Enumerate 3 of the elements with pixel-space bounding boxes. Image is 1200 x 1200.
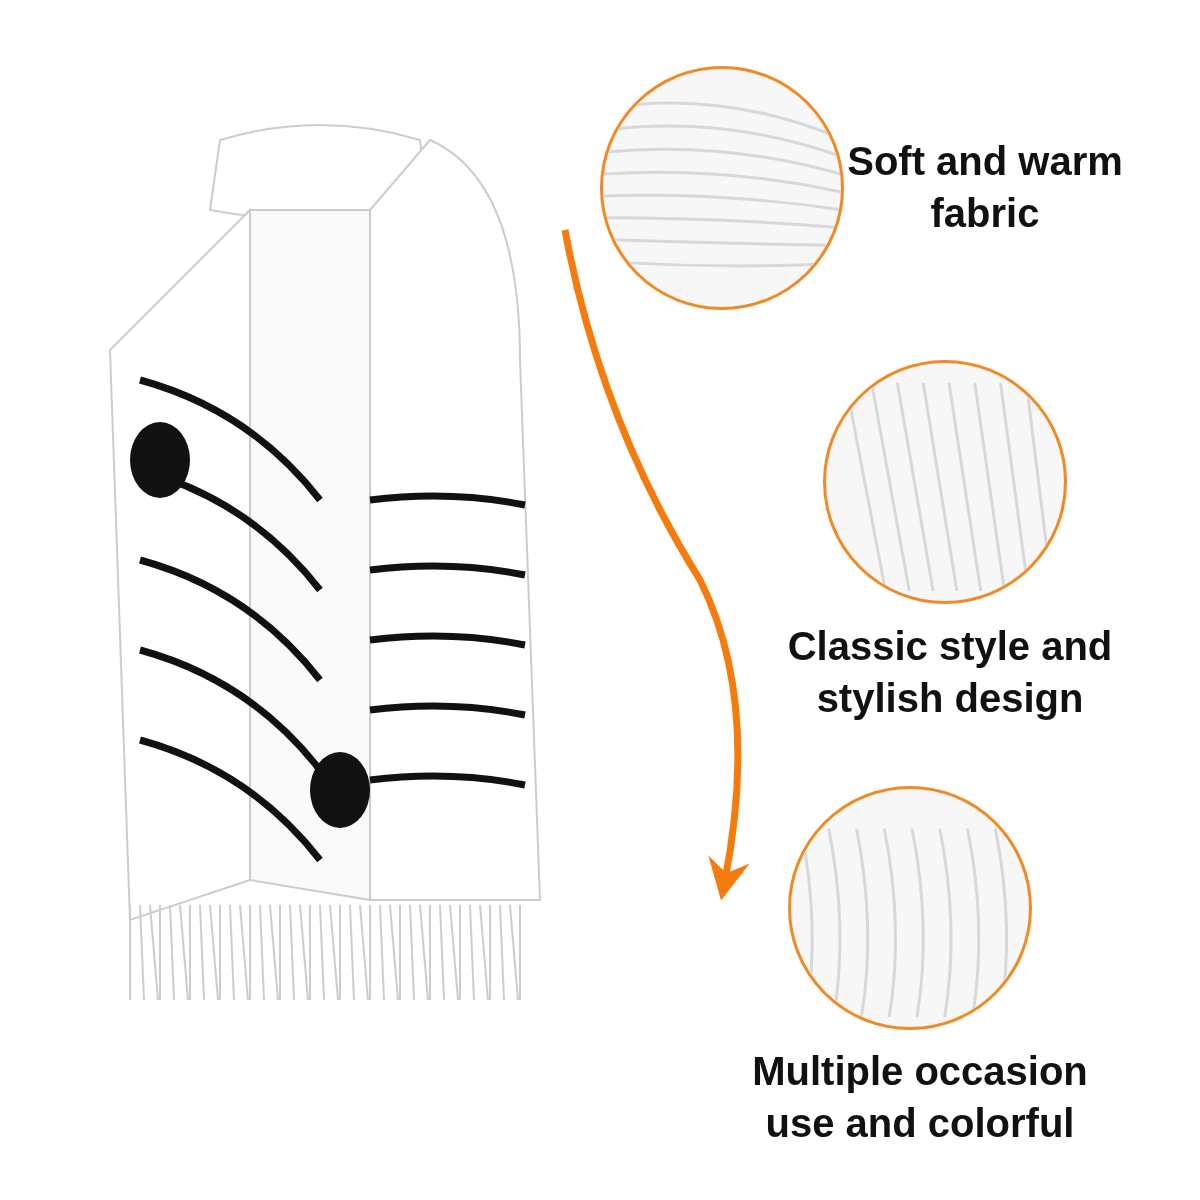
feature-caption: Soft and warm fabric [846, 138, 1124, 237]
feature-caption: Multiple occasion use and colorful [751, 1048, 1089, 1147]
feature-caption: Classic style and stylish design [786, 623, 1114, 722]
